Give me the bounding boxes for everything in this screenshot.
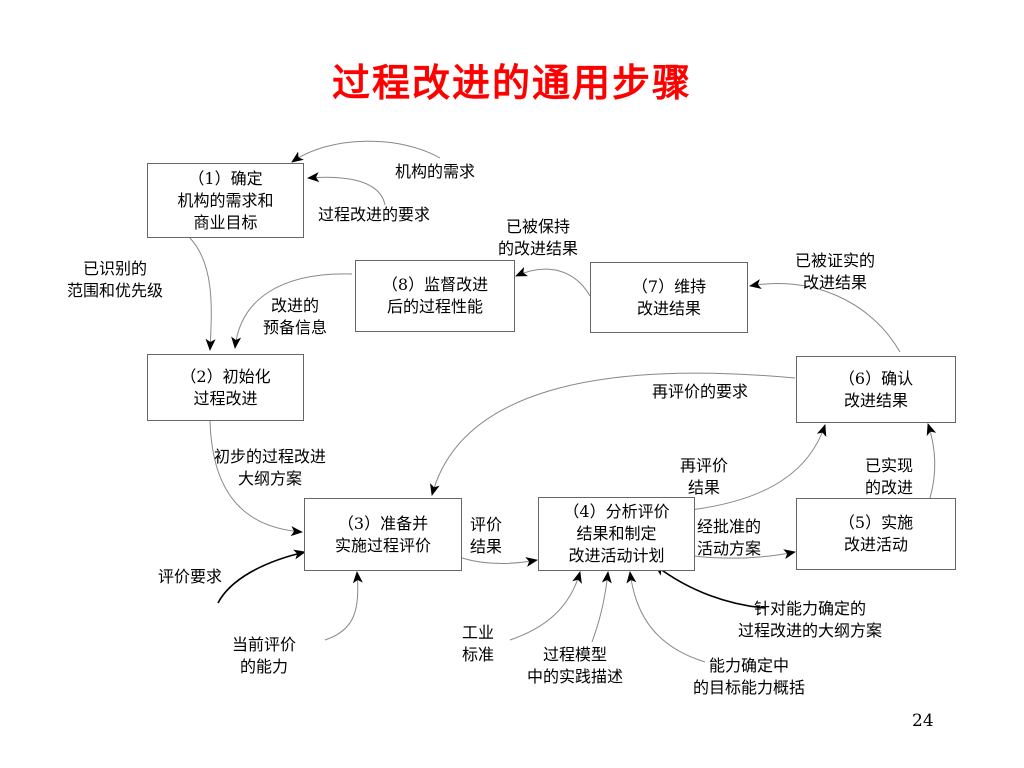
arrow-eval-req [217, 549, 306, 604]
step-8-box: （8）监督改进 后的过程性能 [355, 260, 515, 332]
arrow-4-to-6 [689, 424, 827, 511]
arrow-industry-std [509, 571, 582, 641]
arrow-org-needs [291, 140, 441, 163]
label-org-needs: 机构的需求 [395, 162, 476, 181]
label-process-req: 过程改进的要求 [318, 205, 431, 224]
step-4-text: （4）分析评价 结果和制定 改进活动计划 [563, 502, 670, 565]
label-maintained: 已被保持 的改进结果 [498, 217, 579, 258]
label-prep-info: 改进的 预备信息 [263, 296, 328, 337]
step-1-box: （1）确定 机构的需求和 商业目标 [147, 163, 304, 238]
label-target-cap: 能力确定中 的目标能力概括 [693, 656, 806, 697]
step-7-box: （7）维持 改进结果 [590, 262, 748, 333]
label-verified: 已被证实的 改进结果 [795, 251, 876, 292]
arrow-current-cap [324, 571, 363, 641]
arrow-6-to-3 [430, 372, 796, 496]
step-3-box: （3）准备并 实施过程评价 [304, 498, 462, 571]
step-7-text: （7）维持 改进结果 [631, 276, 707, 318]
arrow-4-to-5 [693, 549, 796, 560]
arrow-capability-outline [654, 564, 766, 609]
arrow-8-to-2 [231, 273, 353, 349]
label-industry-std: 工业 标准 [462, 623, 495, 664]
step-2-box: （2）初始化 过程改进 [147, 354, 304, 421]
step-3-text: （3）准备并 实施过程评价 [334, 513, 431, 555]
label-reeval-result: 再评价 结果 [680, 456, 729, 497]
label-approved-plan: 经批准的 活动方案 [697, 517, 762, 558]
step-5-box: （5）实施 改进活动 [796, 498, 956, 570]
arrow-target-cap [626, 571, 706, 663]
arrow-5-to-6 [926, 423, 937, 499]
label-current-cap: 当前评价 的能力 [232, 635, 297, 676]
step-6-box: （6）确认 改进结果 [796, 356, 956, 423]
page-number: 24 [912, 711, 934, 731]
page-title: 过程改进的通用步骤 [331, 60, 692, 105]
step-1-text: （1）确定 机构的需求和 商业目标 [177, 168, 274, 232]
arrow-6-to-7 [749, 279, 901, 353]
step-4-box: （4）分析评价 结果和制定 改进活动计划 [538, 497, 695, 571]
label-scope-priority: 已识别的 范围和优先级 [67, 259, 164, 300]
arrow-process-model [591, 571, 612, 643]
label-achieved: 已实现 的改进 [865, 456, 914, 497]
step-2-text: （2）初始化 过程改进 [180, 366, 271, 408]
step-8-text: （8）监督改进 后的过程性能 [381, 275, 489, 316]
step-5-text: （5）实施 改进活动 [838, 513, 914, 554]
label-eval-req: 评价要求 [158, 567, 223, 586]
label-process-model: 过程模型 中的实践描述 [527, 645, 624, 686]
arrow-7-to-8 [515, 267, 591, 297]
step-6-text: （6）确认 改进结果 [838, 368, 914, 410]
arrow-1-to-2 [189, 237, 216, 351]
label-initial-plan: 初步的过程改进 大纲方案 [214, 447, 327, 488]
arrow-process-req [307, 172, 386, 206]
label-capability-outline: 针对能力确定的 过程改进的大纲方案 [738, 599, 883, 640]
label-eval-result: 评价 结果 [470, 515, 503, 556]
label-reeval-req: 再评价的要求 [652, 382, 749, 401]
arrow-2-to-3 [209, 419, 303, 537]
arrow-3-to-4 [461, 557, 538, 567]
